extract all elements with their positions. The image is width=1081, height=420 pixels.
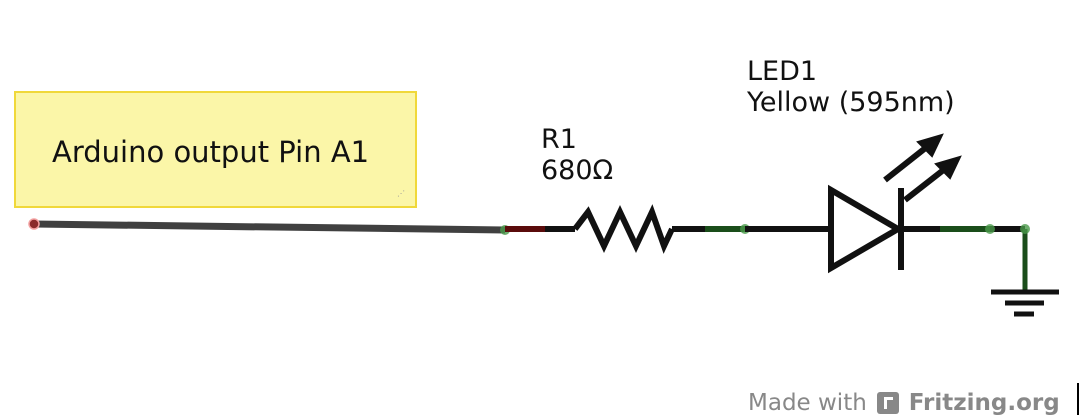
led-name: LED1 bbox=[747, 56, 818, 87]
connected-endpoint[interactable] bbox=[1020, 224, 1030, 234]
resize-handle-icon[interactable]: ⋰ bbox=[397, 189, 405, 198]
unconnected-endpoint[interactable] bbox=[28, 218, 40, 230]
resistor-r1[interactable] bbox=[505, 204, 745, 254]
ground-icon[interactable] bbox=[991, 229, 1059, 317]
fritzing-credit: Made with Fritzing.org bbox=[748, 390, 1060, 416]
led-label: LED1 Yellow (595nm) bbox=[747, 56, 955, 118]
resistor-value: 680Ω bbox=[541, 155, 614, 186]
credit-prefix: Made with bbox=[748, 390, 867, 416]
led-value: Yellow (595nm) bbox=[747, 87, 955, 118]
fritzing-logo-icon bbox=[876, 392, 899, 414]
note-text: Arduino output Pin A1 bbox=[52, 135, 370, 169]
light-arrows-icon bbox=[883, 133, 962, 203]
resistor-name: R1 bbox=[541, 124, 577, 155]
wire-arduino-to-resistor[interactable] bbox=[33, 220, 506, 234]
led-diode[interactable] bbox=[745, 133, 1025, 274]
connected-endpoint[interactable] bbox=[985, 224, 995, 234]
text-cursor bbox=[1077, 383, 1079, 415]
note-box[interactable]: Arduino output Pin A1 ⋰ bbox=[14, 91, 417, 208]
credit-brand: Fritzing.org bbox=[908, 390, 1060, 416]
resistor-label: R1 680Ω bbox=[541, 124, 613, 186]
